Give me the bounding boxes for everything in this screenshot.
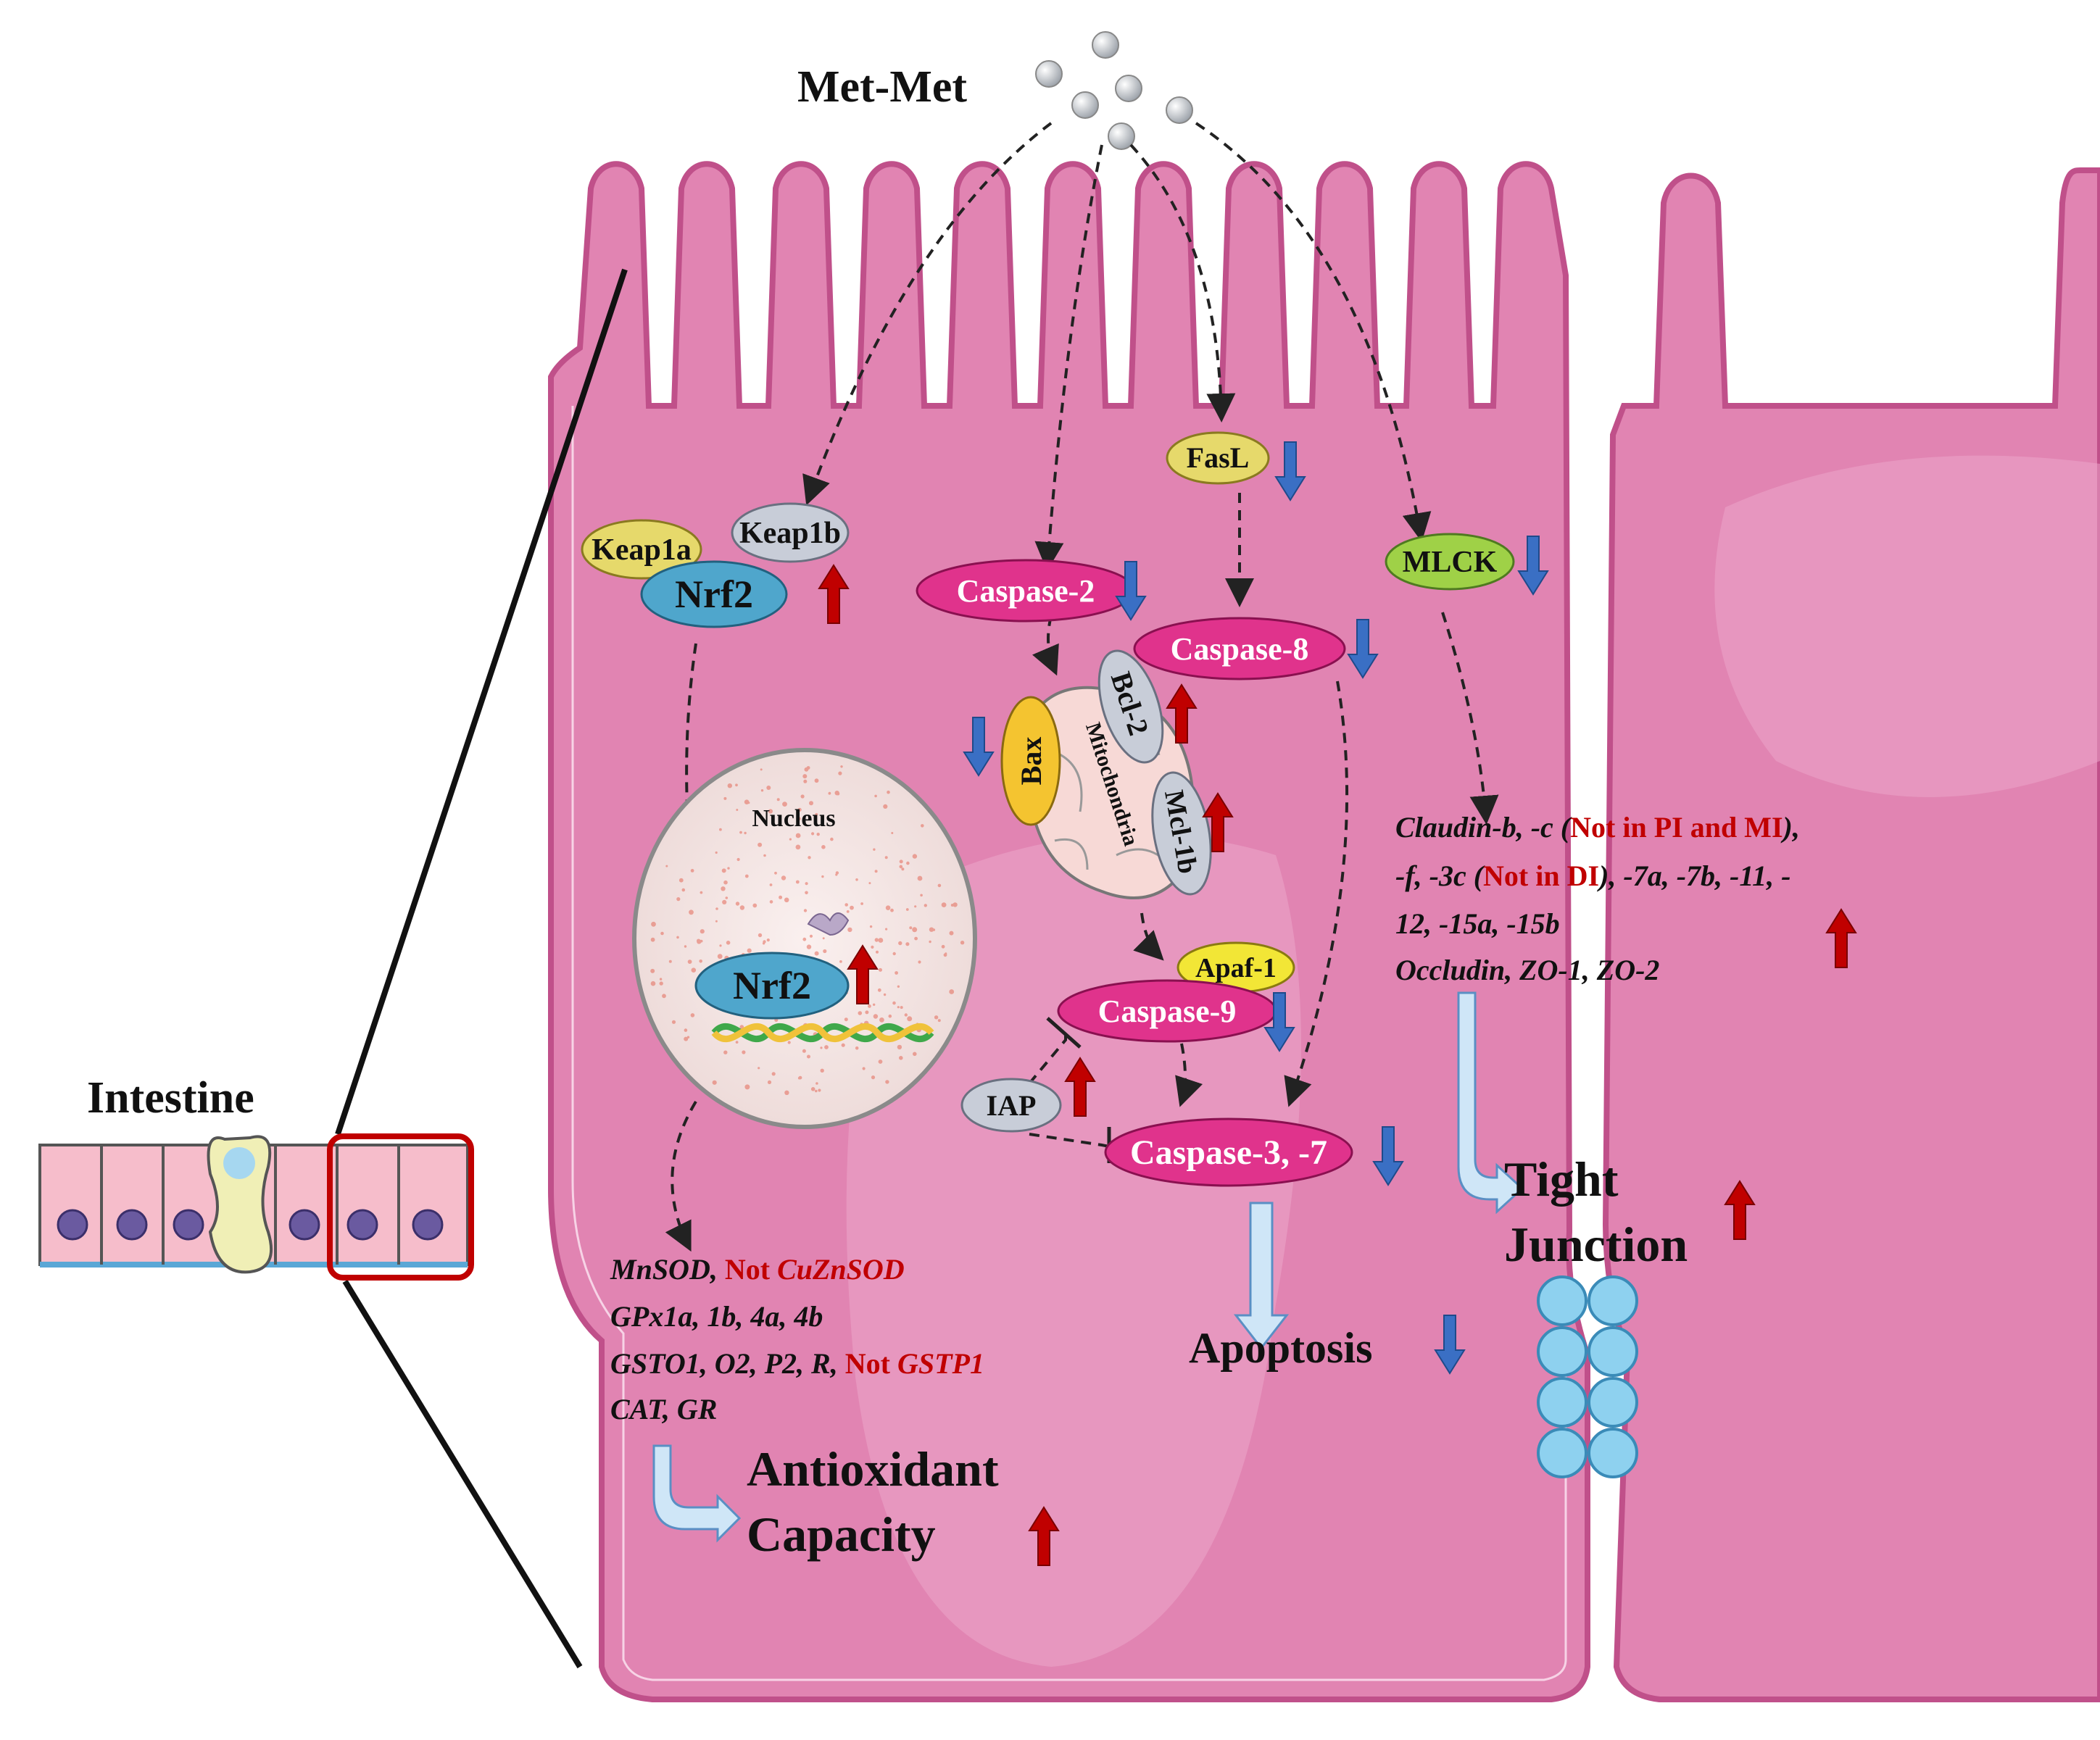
antioxidant-label-line2: Capacity <box>747 1507 936 1562</box>
met-met-label: Met-Met <box>797 62 967 112</box>
iap-label: IAP <box>987 1089 1037 1122</box>
caspase9-label: Caspase-9 <box>1098 994 1237 1029</box>
fasl-label: FasL <box>1187 441 1250 474</box>
highlight-box <box>327 1133 474 1281</box>
bax-label: Bax <box>1015 737 1047 786</box>
protein-caspase37 <box>1104 1117 1353 1187</box>
apaf1-label: Apaf-1 <box>1195 953 1277 983</box>
caspase8-down-arrow <box>1347 619 1379 679</box>
svg-text:GSTO1, O2, P2, R, Not GSTP1: GSTO1, O2, P2, R, Not GSTP1 <box>610 1347 984 1380</box>
gene-claudin-12: 12, -15a, -15b <box>1395 907 1560 940</box>
neighbor-epithelial-cell <box>1602 167 2100 1702</box>
antioxidant-gene-list: MnSOD, Not CuZnSOD GPx1a, 1b, 4a, 4b GST… <box>610 1253 984 1425</box>
svg-text:-f, -3c (Not in DI), -7a, -7b,: -f, -3c (Not in DI), -7a, -7b, -11, - <box>1395 859 1790 892</box>
antioxidant-label-line1: Antioxidant <box>747 1441 999 1497</box>
gene-gstp1: GSTP1 <box>897 1347 984 1380</box>
protein-bax <box>1000 696 1061 826</box>
protein-keap1b <box>731 502 850 563</box>
gene-claudin: Claudin-b, -c ( <box>1395 811 1572 844</box>
tight-junction-up-arrow <box>1724 1180 1756 1240</box>
protein-mlck <box>1385 533 1515 591</box>
intestine-thumbnail <box>38 1133 474 1281</box>
gene-mnsod: MnSOD, <box>610 1253 718 1286</box>
protein-bcl2 <box>1097 649 1164 764</box>
nucleus-label: Nucleus <box>752 805 835 832</box>
zoom-line-bottom <box>342 1279 583 1669</box>
protein-caspase8 <box>1133 617 1346 680</box>
protein-mcl1b <box>1151 771 1212 896</box>
mlck-label: MLCK <box>1403 546 1498 579</box>
nrf2-nuclear-label: Nrf2 <box>733 964 811 1007</box>
caspase9-down-arrow <box>1263 992 1295 1052</box>
caspase2-label: Caspase-2 <box>957 573 1095 609</box>
gene-claudin-f: -f, -3c ( <box>1395 859 1485 892</box>
keap1a-label: Keap1a <box>592 533 692 567</box>
mlck-down-arrow <box>1517 536 1549 596</box>
gene-gpx: GPx1a, 1b, 4a, 4b <box>610 1300 823 1333</box>
bax-down-arrow <box>963 717 995 777</box>
caspase37-down-arrow <box>1372 1126 1404 1186</box>
exception-pi-mi: Not in PI and MI <box>1570 811 1782 844</box>
apoptosis-label: Apoptosis <box>1189 1324 1372 1372</box>
tight-junction-label-line1: Tight <box>1504 1152 1619 1207</box>
caspase2-down-arrow <box>1115 561 1147 621</box>
nrf2-up-arrow <box>818 564 850 624</box>
met-met-particles <box>1035 31 1193 150</box>
nrf2-label: Nrf2 <box>675 573 753 616</box>
gene-occludin-zo: Occludin, ZO-1, ZO-2 <box>1395 954 1659 986</box>
tight-junction-gene-list: Claudin-b, -c (Not in PI and MI), -f, -3… <box>1395 811 1800 986</box>
gene-cuznsod: CuZnSOD <box>777 1253 905 1286</box>
keap1b-label: Keap1b <box>739 517 841 550</box>
tight-junction-label-line2: Junction <box>1504 1217 1688 1272</box>
protein-fasl <box>1166 431 1270 485</box>
fasl-down-arrow <box>1274 441 1306 501</box>
protein-keap1a <box>581 519 702 580</box>
protein-nrf2-nuclear <box>694 952 850 1020</box>
outcome-arrows <box>652 991 1524 1543</box>
tight-junction-beads <box>1537 1275 1638 1478</box>
svg-text:MnSOD, Not CuZnSOD: MnSOD, Not CuZnSOD <box>610 1253 905 1286</box>
bcl2-up-arrow <box>1166 683 1198 744</box>
not-text-2: Not <box>838 1347 897 1380</box>
zoom-line-top <box>335 268 628 1136</box>
protein-nrf2 <box>640 560 788 628</box>
apoptosis-down-arrow <box>1434 1315 1466 1375</box>
gene-gst: GSTO1, O2, P2, R, <box>610 1347 838 1380</box>
not-text: Not <box>718 1253 777 1286</box>
nrf2-nuclear-up-arrow <box>847 944 879 1004</box>
svg-text:Claudin-b, -c (Not in PI and M: Claudin-b, -c (Not in PI and MI), <box>1395 811 1800 844</box>
gene-cat-gr: CAT, GR <box>610 1393 717 1425</box>
caspase37-label: Caspase-3, -7 <box>1130 1133 1327 1172</box>
protein-iap <box>960 1078 1062 1133</box>
antioxidant-up-arrow <box>1028 1506 1060 1566</box>
caspase8-label: Caspase-8 <box>1171 631 1309 667</box>
intestine-label: Intestine <box>87 1073 254 1123</box>
iap-up-arrow <box>1064 1057 1096 1117</box>
tight-genes-up-arrow <box>1825 908 1857 968</box>
exception-di: Not in DI <box>1483 859 1599 892</box>
mcl1b-up-arrow <box>1202 792 1234 852</box>
